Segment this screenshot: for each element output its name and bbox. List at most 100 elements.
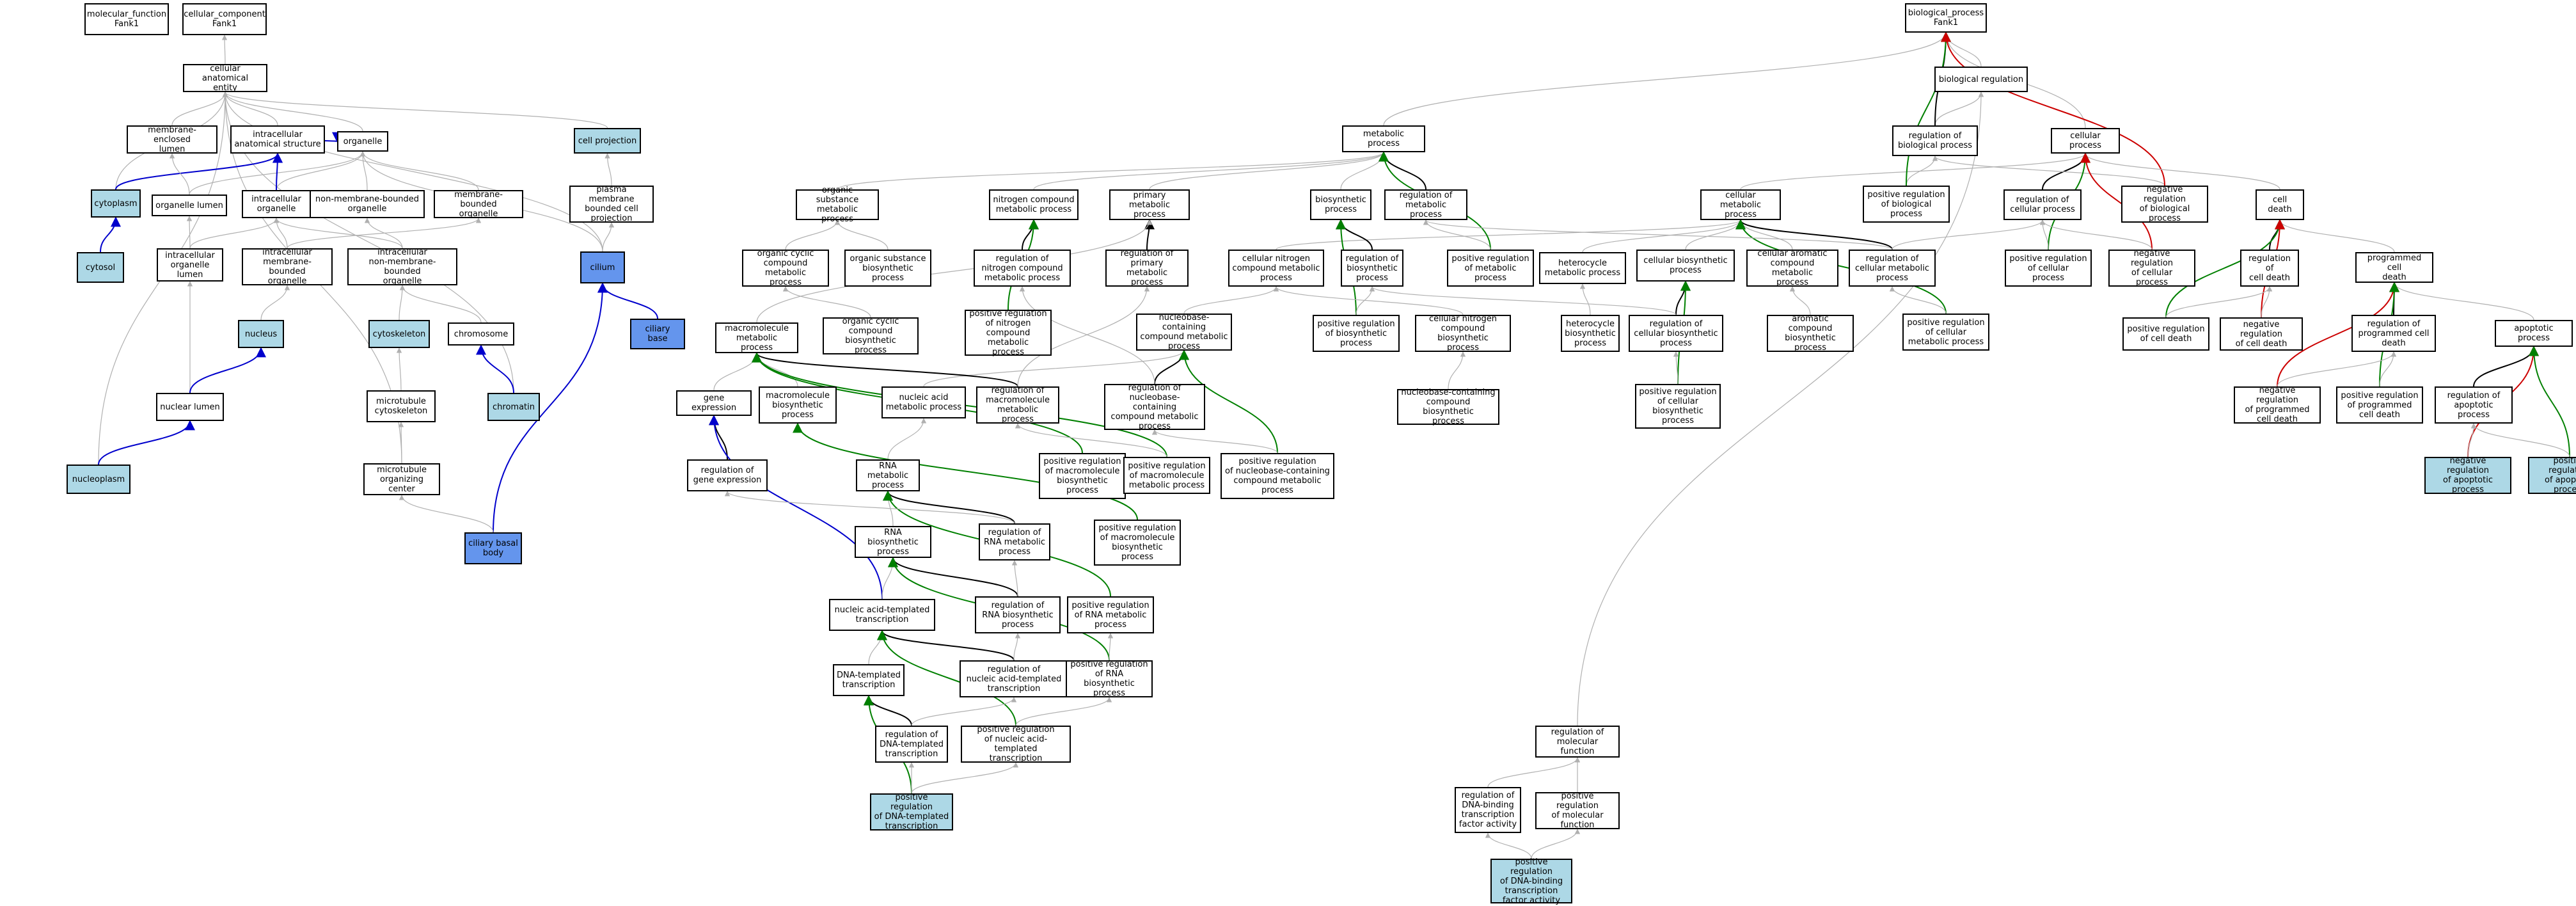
node-cp[interactable]: cell projection bbox=[574, 128, 641, 154]
node-prcbp[interactable]: positive regulation of cellular biosynth… bbox=[1635, 384, 1721, 429]
node-prnat[interactable]: positive regulation of nucleic acid-temp… bbox=[961, 725, 1071, 763]
node-rdbtfa[interactable]: regulation of DNA-binding transcription … bbox=[1455, 787, 1521, 833]
node-prcp[interactable]: positive regulation of cellular process bbox=[2005, 250, 2092, 287]
node-org[interactable]: organelle bbox=[337, 131, 388, 152]
node-ias[interactable]: intracellular anatomical structure bbox=[230, 125, 325, 154]
node-osbp[interactable]: organic substance biosynthetic process bbox=[844, 250, 931, 287]
node-celldeath[interactable]: cell death bbox=[2256, 189, 2304, 220]
node-apop[interactable]: apoptotic process bbox=[2495, 320, 2573, 347]
node-cyto[interactable]: cytoplasm bbox=[91, 189, 141, 218]
node-occbp[interactable]: organic cyclic compound biosynthetic pro… bbox=[823, 317, 919, 355]
node-iol[interactable]: intracellular organelle lumen bbox=[157, 248, 223, 282]
node-prnccmp[interactable]: positive regulation of nucleobase-contai… bbox=[1221, 453, 1334, 499]
node-ge[interactable]: gene expression bbox=[676, 390, 752, 416]
node-rnamp[interactable]: RNA metabolic process bbox=[856, 459, 920, 491]
node-dtt[interactable]: DNA-templated transcription bbox=[833, 664, 905, 696]
node-prmmp[interactable]: positive regulation of macromolecule met… bbox=[1123, 457, 1210, 494]
node-nccmp[interactable]: nucleobase-containing compound metabolic… bbox=[1136, 313, 1232, 351]
node-mtcsk[interactable]: microtubule cytoskeleton bbox=[367, 390, 436, 422]
node-cncmp[interactable]: cellular nitrogen compound metabolic pro… bbox=[1228, 250, 1324, 287]
node-nrbp[interactable]: negative regulation of biological proces… bbox=[2121, 185, 2208, 223]
node-rcbp[interactable]: regulation of cellular biosynthetic proc… bbox=[1629, 315, 1723, 352]
node-cncbp[interactable]: cellular nitrogen compound biosynthetic … bbox=[1415, 314, 1511, 353]
node-cilium[interactable]: cilium bbox=[580, 251, 625, 283]
node-prpcd[interactable]: positive regulation of programmed cell d… bbox=[2336, 386, 2423, 424]
node-rge[interactable]: regulation of gene expression bbox=[687, 459, 768, 491]
node-cbsp[interactable]: cellular biosynthetic process bbox=[1636, 250, 1735, 282]
node-nrcp[interactable]: negative regulation of cellular process bbox=[2108, 249, 2195, 287]
node-prmf[interactable]: positive regulation of molecular functio… bbox=[1535, 791, 1620, 830]
node-ol[interactable]: organelle lumen bbox=[152, 195, 227, 216]
node-cytosol[interactable]: cytosol bbox=[77, 252, 124, 283]
node-cacmp[interactable]: cellular aromatic compound metabolic pro… bbox=[1746, 249, 1838, 287]
node-prbp[interactable]: positive regulation of biological proces… bbox=[1863, 186, 1950, 223]
node-cytoskel[interactable]: cytoskeleton bbox=[368, 320, 430, 348]
node-prcmp[interactable]: positive regulation of cellular metaboli… bbox=[1902, 314, 1989, 351]
node-prcd[interactable]: positive regulation of cell death bbox=[2122, 317, 2209, 351]
node-nucleoplasm[interactable]: nucleoplasm bbox=[67, 465, 130, 494]
node-rmp[interactable]: regulation of metabolic process bbox=[1384, 189, 1467, 220]
node-mmp[interactable]: macromolecule metabolic process bbox=[715, 322, 798, 353]
node-rnat[interactable]: regulation of nucleic acid-templated tra… bbox=[960, 660, 1068, 697]
node-chromosome[interactable]: chromosome bbox=[448, 322, 514, 346]
node-acbp[interactable]: aromatic compound biosynthetic process bbox=[1767, 314, 1854, 353]
node-prap[interactable]: positive regulation of apoptotic process bbox=[2528, 456, 2576, 495]
node-chromatin[interactable]: chromatin bbox=[487, 393, 540, 421]
node-prdbtfa[interactable]: positive regulation of DNA-binding trans… bbox=[1490, 857, 1572, 905]
node-rdtt[interactable]: regulation of DNA-templated transcriptio… bbox=[875, 726, 948, 763]
node-rncmp[interactable]: regulation of nitrogen compound metaboli… bbox=[974, 250, 1071, 287]
node-nl[interactable]: nuclear lumen bbox=[156, 393, 224, 421]
node-rbsp[interactable]: regulation of biosynthetic process bbox=[1341, 250, 1403, 287]
node-hbp[interactable]: heterocycle biosynthetic process bbox=[1561, 315, 1620, 352]
node-nat[interactable]: nucleic acid-templated transcription bbox=[829, 599, 935, 631]
node-rcp[interactable]: regulation of cellular process bbox=[2003, 189, 2082, 220]
node-bp[interactable]: biological_process Fank1 bbox=[1905, 3, 1987, 33]
node-rbp[interactable]: regulation of biological process bbox=[1892, 125, 1978, 156]
node-cellp[interactable]: cellular process bbox=[2051, 128, 2120, 154]
node-inmbo[interactable]: intracellular non-membrane-bounded organ… bbox=[347, 248, 457, 286]
node-pmp[interactable]: primary metabolic process bbox=[1109, 189, 1190, 220]
node-pmbcp[interactable]: plasma membrane bounded cell projection bbox=[569, 185, 654, 223]
node-cc[interactable]: cellular_component Fank1 bbox=[182, 3, 267, 35]
node-rpmp[interactable]: regulation of primary metabolic process bbox=[1105, 249, 1189, 287]
node-rrbp[interactable]: regulation of RNA biosynthetic process bbox=[975, 596, 1061, 633]
node-mbo[interactable]: membrane-bounded organelle bbox=[434, 190, 523, 219]
node-io[interactable]: intracellular organelle bbox=[242, 190, 311, 218]
node-hmp[interactable]: heterocycle metabolic process bbox=[1539, 252, 1626, 284]
node-moc[interactable]: microtubule organizing center bbox=[363, 463, 440, 495]
node-nrcd[interactable]: negative regulation of cell death bbox=[2220, 317, 2303, 351]
node-breg[interactable]: biological regulation bbox=[1934, 67, 2028, 92]
node-prdtt[interactable]: positive regulation of DNA-templated tra… bbox=[870, 793, 953, 831]
node-prmbp[interactable]: positive regulation of macromolecule bio… bbox=[1039, 453, 1126, 499]
node-cae[interactable]: cellular anatomical entity bbox=[183, 64, 267, 93]
node-osmp[interactable]: organic substance metabolic process bbox=[796, 186, 879, 224]
node-namp[interactable]: nucleic acid metabolic process bbox=[881, 386, 966, 418]
node-prmbp2[interactable]: positive regulation of macromolecule bio… bbox=[1094, 520, 1181, 566]
node-prrbp[interactable]: positive regulation of RNA biosynthetic … bbox=[1066, 660, 1153, 698]
node-rrmp[interactable]: regulation of RNA metabolic process bbox=[979, 523, 1050, 560]
node-cbase[interactable]: ciliary base bbox=[630, 319, 685, 349]
node-bsp[interactable]: biosynthetic process bbox=[1310, 189, 1371, 220]
node-nccbp[interactable]: nucleobase-containing compound biosynthe… bbox=[1397, 388, 1499, 426]
node-nucleus[interactable]: nucleus bbox=[238, 320, 284, 348]
node-rmf[interactable]: regulation of molecular function bbox=[1535, 726, 1620, 758]
node-mbp[interactable]: macromolecule biosynthetic process bbox=[759, 386, 837, 424]
node-rnabp[interactable]: RNA biosynthetic process bbox=[855, 526, 931, 558]
node-mf[interactable]: molecular_function Fank1 bbox=[84, 3, 169, 35]
node-prbsp[interactable]: positive regulation of biosynthetic proc… bbox=[1313, 315, 1400, 352]
node-prncmp[interactable]: positive regulation of nitrogen compound… bbox=[965, 309, 1052, 357]
node-rcd[interactable]: regulation of cell death bbox=[2240, 250, 2299, 287]
node-cbb[interactable]: ciliary basal body bbox=[464, 532, 522, 564]
node-rcmp[interactable]: regulation of cellular metabolic process bbox=[1849, 250, 1936, 287]
node-mel[interactable]: membrane-enclosed lumen bbox=[127, 125, 217, 154]
node-nrpcd[interactable]: negative regulation of programmed cell d… bbox=[2234, 386, 2321, 424]
node-rnccmp[interactable]: regulation of nucleobase-containing comp… bbox=[1104, 383, 1205, 431]
node-imbo[interactable]: intracellular membrane-bounded organelle bbox=[242, 248, 333, 286]
node-ncmp[interactable]: nitrogen compound metabolic process bbox=[989, 189, 1079, 220]
node-prmp[interactable]: positive regulation of metabolic process bbox=[1447, 250, 1534, 287]
node-prrmp[interactable]: positive regulation of RNA metabolic pro… bbox=[1067, 596, 1154, 633]
node-nmbo[interactable]: non-membrane-bounded organelle bbox=[310, 190, 425, 218]
node-rap[interactable]: regulation of apoptotic process bbox=[2435, 386, 2513, 424]
node-cmp[interactable]: cellular metabolic process bbox=[1700, 189, 1781, 220]
node-pcd[interactable]: programmed cell death bbox=[2355, 252, 2433, 283]
